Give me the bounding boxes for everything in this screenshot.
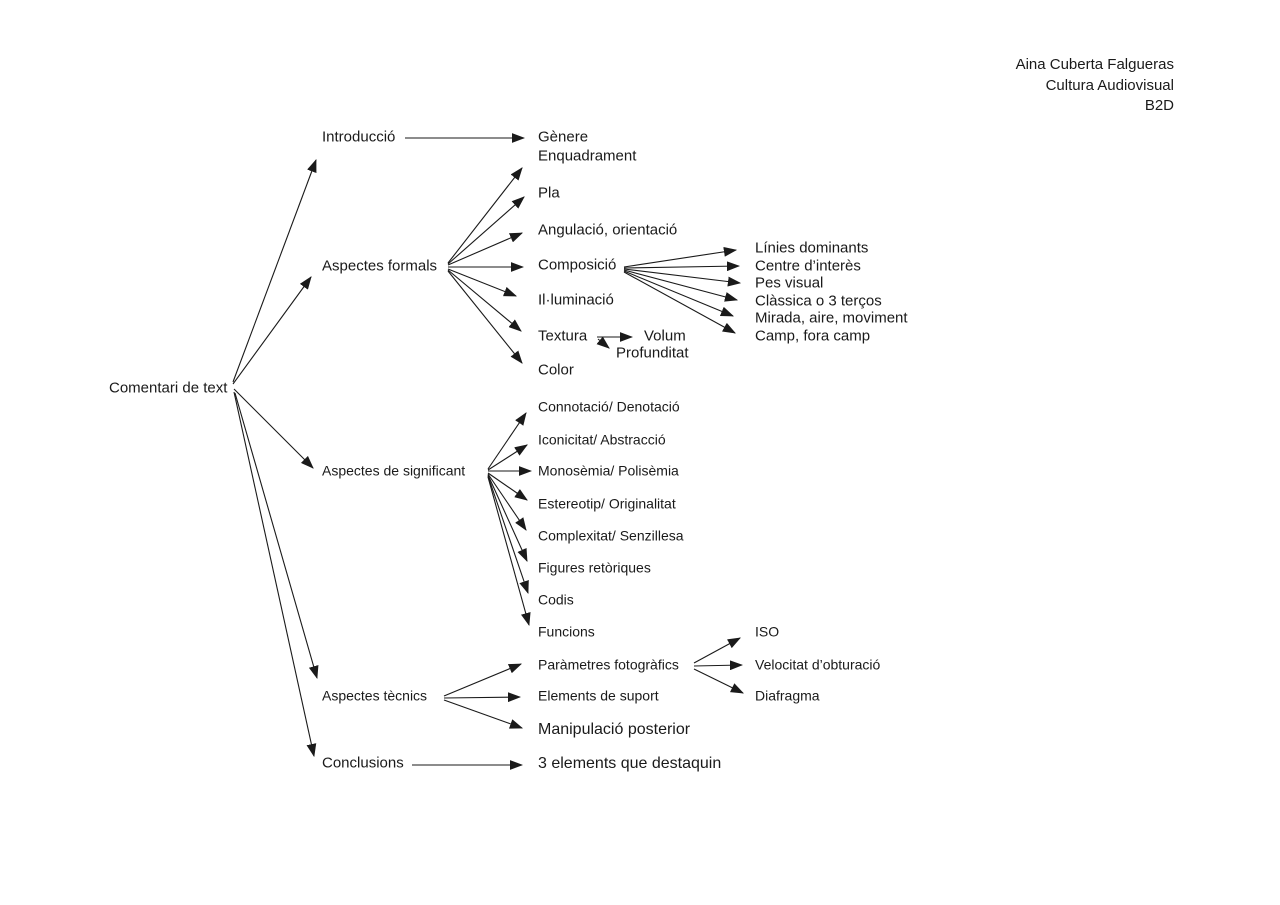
header-course: Cultura Audiovisual — [1045, 76, 1174, 94]
edge-significant-estereotip — [487, 472, 528, 501]
node-mirada: Mirada, aire, moviment — [755, 309, 908, 327]
edge-significant-figures — [487, 474, 528, 563]
node-introduccio: Introducció — [322, 128, 396, 146]
edge-composicio-camp — [623, 271, 736, 334]
node-parametres: Paràmetres fotogràfics — [538, 656, 679, 673]
node-elements-suport: Elements de suport — [538, 687, 659, 704]
edge-composicio-classica — [623, 269, 739, 302]
node-tres-elements: 3 elements que destaquin — [538, 755, 722, 773]
edge-formals-illuminacio — [447, 268, 518, 297]
node-linies: Línies dominants — [755, 239, 869, 257]
edge-root-aspectes-formals — [232, 276, 312, 385]
node-figures: Figures retòriques — [538, 559, 651, 576]
node-aspectes-significant: Aspectes de significant — [322, 462, 466, 479]
node-centre: Centre d’interès — [755, 257, 861, 275]
edge-formals-enquadrament — [447, 167, 523, 264]
node-color: Color — [538, 361, 574, 379]
node-angulacio: Angulació, orientació — [538, 221, 678, 239]
edge-composicio-pes — [623, 268, 742, 287]
edge-parametres-diafragma — [693, 668, 744, 694]
node-camp: Camp, fora camp — [755, 327, 871, 345]
node-pla: Pla — [538, 184, 560, 202]
edge-parametres-iso — [693, 637, 741, 664]
node-profunditat: Profunditat — [616, 344, 689, 362]
node-aspectes-tecnics: Aspectes tècnics — [322, 687, 428, 704]
edge-formals-color — [447, 270, 523, 364]
node-textura: Textura — [538, 327, 588, 345]
edge-significant-codis — [487, 475, 529, 595]
node-iso: ISO — [755, 623, 780, 640]
edge-formals-angulacio — [447, 232, 524, 266]
node-aspectes-formals: Aspectes formals — [322, 257, 438, 275]
node-enquadrament: Enquadrament — [538, 147, 637, 165]
header-group: B2D — [1144, 97, 1174, 114]
edge-significant-funcions — [487, 476, 531, 627]
edge-root-conclusions — [233, 391, 317, 758]
edge-significant-complexitat — [487, 473, 527, 531]
node-monosemia: Monosèmia/ Polisèmia — [538, 462, 679, 479]
edge-parametres-velocitat — [693, 660, 744, 671]
edge-root-aspectes-significant — [233, 388, 314, 469]
header-block: Aina Cuberta Falgueras Cultura Audiovisu… — [1016, 55, 1174, 117]
edge-composicio-linies — [623, 246, 738, 268]
node-composicio: Composició — [538, 256, 617, 274]
node-velocitat: Velocitat d’obturació — [755, 656, 881, 673]
node-diafragma: Diafragma — [755, 687, 820, 704]
node-codis: Codis — [538, 591, 574, 608]
node-manipulacio: Manipulació posterior — [538, 721, 691, 739]
node-volum: Volum — [644, 327, 686, 345]
node-complexitat: Complexitat/ Senzillesa — [538, 527, 684, 544]
node-iconicitat: Iconicitat/ Abstracció — [538, 431, 666, 448]
node-conclusions: Conclusions — [322, 754, 404, 772]
node-connotacio: Connotació/ Denotació — [538, 398, 680, 415]
edge-composicio-centre — [623, 261, 741, 272]
node-genere: Gènere — [538, 128, 589, 146]
edge-tecnics-parametres — [443, 663, 523, 697]
edge-composicio-mirada — [623, 270, 735, 317]
edge-tecnics-manipulacio — [443, 699, 524, 729]
edge-tecnics-elements — [443, 692, 522, 703]
node-classica: Clàssica o 3 terços — [755, 292, 882, 310]
node-illuminacio: Il·luminació — [538, 291, 614, 309]
header-author: Aina Cuberta Falgueras — [1015, 56, 1174, 73]
edge-formals-textura — [447, 269, 522, 332]
edge-textura-profunditat — [596, 336, 610, 349]
node-pes: Pes visual — [755, 274, 824, 292]
edge-significant-connotacio — [487, 412, 527, 470]
node-root: Comentari de text — [109, 379, 228, 397]
edge-significant-iconicitat — [487, 444, 528, 471]
edge-root-introduccio — [232, 158, 317, 383]
edge-formals-pla — [447, 196, 525, 265]
node-funcions: Funcions — [538, 623, 595, 640]
node-estereotip: Estereotip/ Originalitat — [538, 495, 676, 512]
edge-root-aspectes-tecnics — [234, 392, 319, 680]
